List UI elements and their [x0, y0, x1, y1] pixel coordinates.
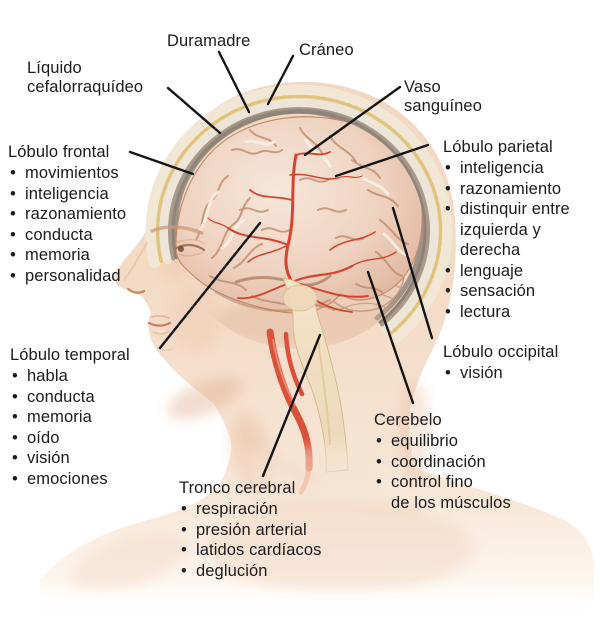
leader-lines — [128, 50, 434, 478]
leader-lobulo-occipital — [391, 206, 434, 340]
pons — [282, 284, 318, 312]
eyebrow — [150, 225, 204, 235]
function-item: respiración — [179, 499, 322, 520]
nostril — [126, 287, 146, 294]
skull-bone-layer — [155, 94, 443, 336]
function-item: razonamiento — [443, 179, 570, 200]
function-item: conducta — [10, 387, 130, 408]
leader-tronco-cerebral — [261, 333, 322, 478]
bottom-fade — [0, 592, 600, 627]
function-item: movimientos — [8, 163, 126, 184]
function-item: inteligencia — [8, 184, 126, 205]
leader-lobulo-parietal — [334, 143, 430, 178]
cerebrum — [175, 116, 423, 314]
function-item: visión — [10, 448, 130, 469]
leader-cerebelo — [366, 270, 415, 405]
region-functions-lobulo-occipital: visión — [443, 363, 558, 384]
region-title-cerebelo: Cerebelo — [374, 411, 442, 429]
function-item: razonamiento — [8, 204, 126, 225]
leader-vaso-sanguineo — [303, 85, 402, 157]
eye-upper-lid — [173, 243, 206, 252]
gyri-highlights — [198, 138, 410, 258]
function-item: conducta — [8, 225, 126, 246]
region-title-lobulo-parietal: Lóbulo parietal — [443, 138, 553, 156]
function-item: presión arterial — [179, 520, 322, 541]
leader-lobulo-temporal — [158, 221, 262, 350]
label-duramadre: Duramadre — [167, 32, 251, 50]
region-functions-cerebelo: equilibriocoordinacióncontrol fino de lo… — [374, 431, 511, 513]
function-item: habla — [10, 366, 130, 387]
brain-arteries — [207, 151, 397, 313]
region-functions-lobulo-parietal: inteligenciarazonamientodistinquir entre… — [443, 158, 570, 322]
mouth-line — [147, 321, 172, 327]
region-functions-tronco-cerebral: respiraciónpresión arteriallatidos cardí… — [179, 499, 322, 581]
label-block-lobulo-occipital: Lóbulo occipital visión — [443, 342, 558, 384]
function-item: lectura — [443, 302, 570, 323]
function-item: control fino de los músculos — [374, 472, 511, 513]
label-craneo: Cráneo — [299, 41, 354, 59]
eye-lower-lid — [176, 251, 204, 257]
function-item: distinquir entre izquierda y derecha — [443, 199, 570, 261]
function-item: sensación — [443, 281, 570, 302]
function-item: coordinación — [374, 452, 511, 473]
subarachnoid-band — [159, 98, 439, 334]
label-block-tronco-cerebral: Tronco cerebral respiraciónpresión arter… — [179, 478, 322, 581]
function-item: latidos cardíacos — [179, 540, 322, 561]
region-functions-lobulo-temporal: hablaconductamemoriaoídovisiónemociones — [10, 366, 130, 489]
label-block-lobulo-frontal: Lóbulo frontal movimientosinteligenciara… — [8, 142, 126, 286]
function-item: oído — [10, 428, 130, 449]
label-block-lobulo-parietal: Lóbulo parietal inteligenciarazonamiento… — [443, 137, 570, 322]
leader-lobulo-frontal — [128, 150, 195, 176]
label-block-cerebelo: Cerebelo equilibriocoordinacióncontrol f… — [374, 410, 511, 513]
region-title-lobulo-temporal: Lóbulo temporal — [10, 346, 130, 364]
function-item: emociones — [10, 469, 130, 490]
leader-craneo — [266, 54, 295, 106]
function-item: lenguaje — [443, 261, 570, 282]
upper-lip-shade — [150, 315, 170, 319]
region-title-lobulo-frontal: Lóbulo frontal — [8, 143, 110, 161]
function-item: memoria — [10, 407, 130, 428]
temporal-edge-shade — [214, 290, 332, 312]
face-features — [123, 225, 206, 352]
label-block-lobulo-temporal: Lóbulo temporal hablaconductamemoriaoído… — [10, 345, 130, 489]
function-item: visión — [443, 363, 558, 384]
eyelid-crease — [175, 239, 206, 245]
function-item: equilibrio — [374, 431, 511, 452]
subdural-gap-inner — [172, 108, 425, 321]
leader-duramadre — [217, 50, 251, 114]
eye-iris — [178, 246, 184, 252]
function-item: personalidad — [8, 266, 126, 287]
region-title-tronco-cerebral: Tronco cerebral — [179, 479, 296, 497]
leader-liquido — [166, 86, 222, 135]
label-vaso-sanguineo: Vaso sanguíneo — [404, 78, 482, 115]
region-functions-lobulo-frontal: movimientosinteligenciarazonamientocondu… — [8, 163, 126, 286]
function-item: deglución — [179, 561, 322, 582]
label-liquido-cefalorraquideo: Líquido cefalorraquídeo — [27, 59, 144, 96]
function-item: memoria — [8, 245, 126, 266]
lower-lip-shade — [152, 330, 170, 335]
function-item: inteligencia — [443, 158, 570, 179]
region-title-lobulo-occipital: Lóbulo occipital — [443, 343, 559, 361]
